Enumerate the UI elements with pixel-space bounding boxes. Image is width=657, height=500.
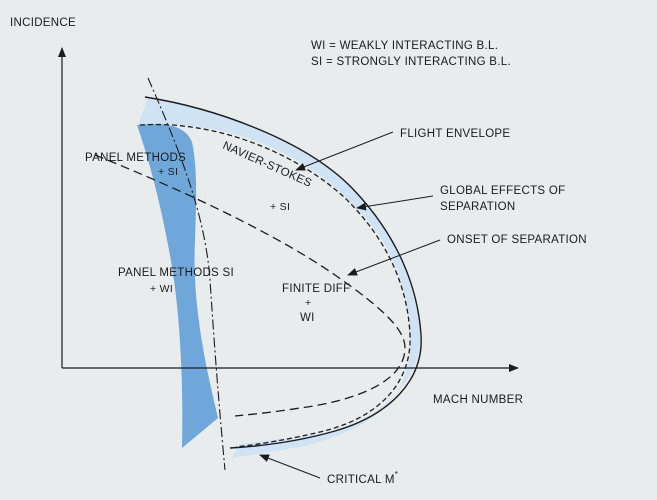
flight-envelope-pointer [295, 131, 394, 171]
critical-mach-line [147, 77, 226, 471]
navier-stokes-label: NAVIER-STOKES [221, 140, 314, 190]
ns-si-label: + SI [270, 201, 290, 213]
critical-mach-pointer [259, 454, 321, 479]
panel-wi-label-line2: + WI [150, 283, 173, 295]
global-effects-pointer [356, 195, 434, 211]
global-effects-label-line2: SEPARATION [440, 201, 515, 213]
legend-wi: WI = WEAKLY INTERACTING B.L. [311, 40, 498, 52]
global-effects-curve [139, 123, 411, 448]
onset-separation-pointer [347, 239, 441, 276]
finite-diff-label-line1: FINITE DIFF [282, 283, 350, 295]
critical-mach-label: CRITICAL M* [327, 470, 398, 486]
finite-diff-label-line2: + [305, 297, 311, 309]
finite-diff-label-line3: WI [300, 312, 315, 324]
navier-stokes-band [138, 97, 421, 458]
onset-of-separation-curve [94, 154, 406, 417]
flight-envelope-label: FLIGHT ENVELOPE [400, 128, 510, 140]
legend-si: SI = STRONGLY INTERACTING B.L. [311, 56, 511, 68]
panel-si-label-line2: + SI [158, 166, 178, 178]
x-axis-label: MACH NUMBER [433, 394, 523, 406]
panel-methods-band [137, 123, 218, 448]
panel-si-label-line1: PANEL METHODS [85, 152, 186, 164]
flight-envelope-curve [144, 96, 422, 449]
onset-of-separation-label: ONSET OF SEPARATION [447, 234, 587, 246]
global-effects-label-line1: GLOBAL EFFECTS OF [440, 185, 565, 197]
panel-wi-label-line1: PANEL METHODS SI [118, 267, 234, 279]
y-axis-label: INCIDENCE [10, 17, 76, 29]
